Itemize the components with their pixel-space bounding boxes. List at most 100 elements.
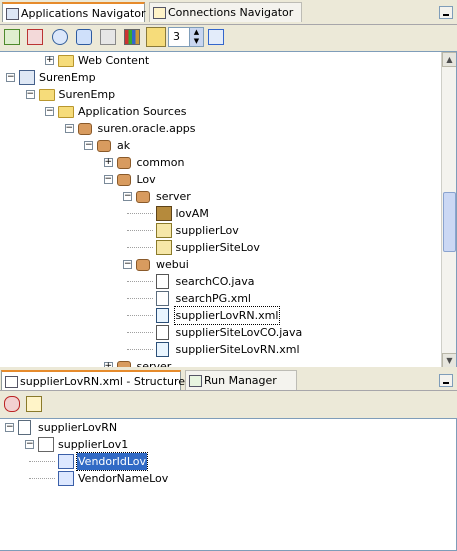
collapse-icon[interactable]: − — [45, 106, 54, 116]
tree-connector-line — [127, 247, 153, 248]
minimize-structure-button[interactable] — [439, 374, 453, 387]
level-value: 3 — [173, 30, 180, 43]
expand-icon[interactable]: + — [103, 361, 113, 369]
level-spinner[interactable]: 3 ▲ ▼ — [168, 27, 204, 47]
structure-item-row[interactable]: − supplierLov1 — [0, 436, 454, 453]
navigator-item-label[interactable]: Application Sources — [78, 105, 187, 118]
package-icon — [136, 191, 150, 203]
collapse-icon[interactable]: − — [84, 140, 93, 150]
panel-splitter[interactable] — [0, 367, 457, 372]
pin-icon[interactable] — [4, 396, 20, 412]
tab-applications-navigator[interactable]: Applications Navigator — [2, 2, 146, 22]
navigator-item-row[interactable]: − Application Sources — [0, 103, 440, 120]
navigator-vertical-scrollbar[interactable]: ▲ ▼ — [441, 52, 456, 368]
navigator-item-row[interactable]: supplierSiteLov — [0, 239, 440, 256]
spinner-down-icon[interactable]: ▼ — [189, 37, 203, 46]
collapse-icon[interactable]: − — [6, 72, 15, 82]
table-icon — [38, 437, 54, 452]
navigator-item-row[interactable]: supplierLov — [0, 222, 440, 239]
collapse-icon[interactable]: − — [25, 439, 34, 449]
lov-item-icon — [58, 471, 74, 486]
tab-connections-navigator[interactable]: Connections Navigator — [149, 2, 302, 22]
navigator-item-row[interactable]: − server — [0, 188, 440, 205]
sort-icon[interactable] — [208, 29, 224, 45]
navigator-item-row[interactable]: + server — [0, 358, 440, 369]
navigator-item-label[interactable]: ak — [117, 139, 131, 152]
edit-properties-icon[interactable] — [26, 396, 42, 412]
find-icon[interactable] — [52, 29, 68, 45]
navigator-item-row[interactable]: lovAM — [0, 205, 440, 222]
structure-item-label[interactable]: supplierLov1 — [58, 438, 129, 451]
remove-icon[interactable] — [27, 29, 43, 45]
navigator-item-label[interactable]: supplierSiteLovCO.java — [175, 326, 303, 339]
navigator-item-label[interactable]: lovAM — [175, 207, 209, 220]
tab-label: Applications Navigator — [21, 7, 146, 20]
navigator-item-row[interactable]: + common — [0, 154, 440, 171]
properties-icon[interactable] — [100, 29, 116, 45]
refresh-icon[interactable] — [76, 29, 92, 45]
navigator-item-label[interactable]: server — [156, 190, 191, 203]
navigator-item-row[interactable]: searchPG.xml — [0, 290, 440, 307]
navigator-item-row[interactable]: − webui — [0, 256, 440, 273]
structure-item-row[interactable]: VendorIdLov — [0, 452, 454, 471]
navigator-item-label[interactable]: SurenEmp — [39, 71, 96, 84]
navigator-item-row[interactable]: − SurenEmp — [0, 86, 440, 103]
navigator-item-row[interactable]: searchCO.java — [0, 273, 440, 290]
navigator-item-label[interactable]: webui — [156, 258, 189, 271]
structure-item-row[interactable]: VendorNameLov — [0, 470, 454, 487]
navigator-item-label[interactable]: suren.oracle.apps — [97, 122, 196, 135]
navigator-item-row[interactable]: supplierLovRN.xml — [0, 306, 440, 325]
navigator-item-label[interactable]: supplierLovRN.xml — [173, 306, 281, 325]
tab-label: supplierLovRN.xml - Structure — [20, 375, 186, 388]
navigator-item-row[interactable]: − SurenEmp — [0, 69, 440, 86]
folder-icon[interactable] — [146, 27, 166, 47]
lov-item-icon — [58, 454, 74, 469]
tree-connector-line — [127, 315, 153, 316]
view-object-icon — [155, 240, 172, 255]
navigator-item-row[interactable]: − Lov — [0, 171, 440, 188]
new-workspace-icon[interactable] — [4, 29, 20, 45]
navigator-item-label[interactable]: Web Content — [78, 54, 150, 67]
collapse-icon[interactable]: − — [25, 89, 35, 99]
navigator-item-label[interactable]: server — [136, 360, 172, 369]
chart-icon[interactable] — [124, 29, 140, 45]
minimize-button[interactable] — [439, 6, 453, 19]
tab-run-manager[interactable]: Run Manager — [185, 370, 297, 390]
structure-item-label[interactable]: supplierLovRN — [38, 421, 118, 434]
scroll-thumb[interactable] — [443, 192, 456, 252]
navigator-item-row[interactable]: − ak — [0, 137, 440, 154]
tab-structure[interactable]: supplierLovRN.xml - Structure — [1, 370, 185, 390]
navigator-item-label[interactable]: SurenEmp — [58, 88, 116, 101]
tree-connector-line — [127, 213, 153, 214]
folder-icon — [58, 106, 74, 118]
scroll-up-icon[interactable]: ▲ — [442, 52, 456, 67]
scroll-down-icon[interactable]: ▼ — [442, 353, 456, 368]
structure-toolbar — [0, 392, 457, 416]
navigator-item-label[interactable]: common — [136, 156, 185, 169]
collapse-icon[interactable]: − — [123, 259, 132, 269]
collapse-icon[interactable]: − — [5, 422, 14, 432]
tree-connector-line — [29, 478, 55, 479]
expand-icon[interactable]: + — [45, 55, 54, 65]
workspace-icon — [19, 70, 35, 85]
navigator-item-label[interactable]: supplierSiteLovRN.xml — [175, 343, 300, 356]
navigator-item-row[interactable]: − suren.oracle.apps — [0, 120, 440, 137]
navigator-item-label[interactable]: supplierLov — [175, 224, 239, 237]
navigator-item-row[interactable]: supplierSiteLovRN.xml — [0, 341, 440, 358]
xml-region-icon — [155, 342, 169, 357]
structure-item-row[interactable]: − supplierLovRN — [0, 419, 454, 436]
navigator-item-label[interactable]: searchPG.xml — [175, 292, 251, 305]
expand-icon[interactable]: + — [103, 157, 113, 167]
navigator-item-label[interactable]: Lov — [136, 173, 156, 186]
collapse-icon[interactable]: − — [123, 191, 132, 201]
java-file-icon — [155, 325, 169, 340]
navigator-item-row[interactable]: supplierSiteLovCO.java — [0, 324, 440, 341]
spinner-up-icon[interactable]: ▲ — [189, 28, 203, 37]
collapse-icon[interactable]: − — [64, 123, 74, 133]
structure-item-label[interactable]: VendorNameLov — [78, 472, 169, 485]
navigator-item-row[interactable]: + Web Content — [0, 52, 440, 69]
navigator-item-label[interactable]: searchCO.java — [175, 275, 255, 288]
navigator-item-label[interactable]: supplierSiteLov — [175, 241, 260, 254]
structure-item-label[interactable]: VendorIdLov — [75, 452, 149, 471]
collapse-icon[interactable]: − — [103, 174, 113, 184]
